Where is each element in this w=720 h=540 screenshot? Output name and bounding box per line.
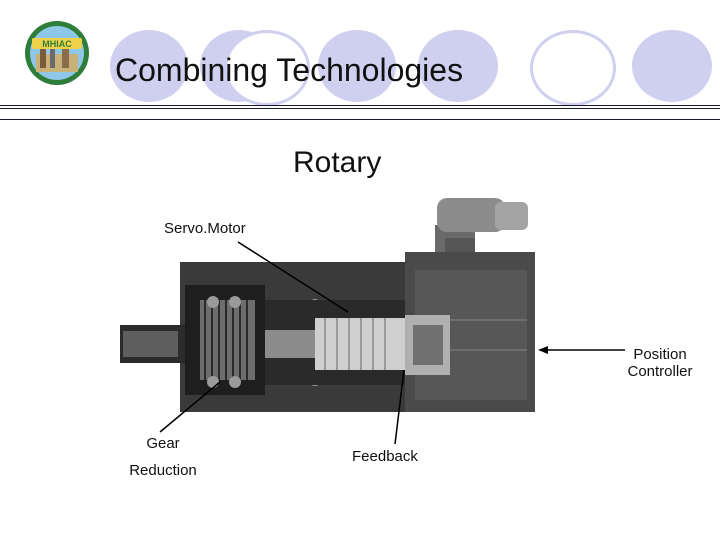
decor-circle (110, 30, 188, 102)
header-rule (0, 105, 720, 106)
decor-circle (318, 30, 396, 102)
decor-circle (632, 30, 712, 102)
label-position-line2: Controller (627, 363, 693, 380)
header-band (0, 108, 720, 120)
decor-circle (530, 30, 616, 106)
slide-title: Combining Technologies (115, 52, 464, 88)
label-feedback: Feedback (352, 448, 418, 465)
decor-circle (418, 30, 498, 102)
label-position-controller: Position Controller (618, 346, 702, 380)
label-servomotor: Servo.Motor (164, 220, 246, 237)
label-gear-reduction: Gear Reduction (110, 435, 216, 479)
slide-subtitle: Rotary (293, 146, 382, 179)
label-position-line1: Position (633, 346, 687, 363)
label-gear-line1: Gear (146, 435, 180, 452)
label-gear-line2: Reduction (129, 462, 197, 479)
decor-circle (224, 30, 310, 106)
connector-icon (435, 198, 528, 264)
logo-text: MHIAC (42, 39, 72, 49)
logo-icon: MHIAC (25, 21, 89, 85)
